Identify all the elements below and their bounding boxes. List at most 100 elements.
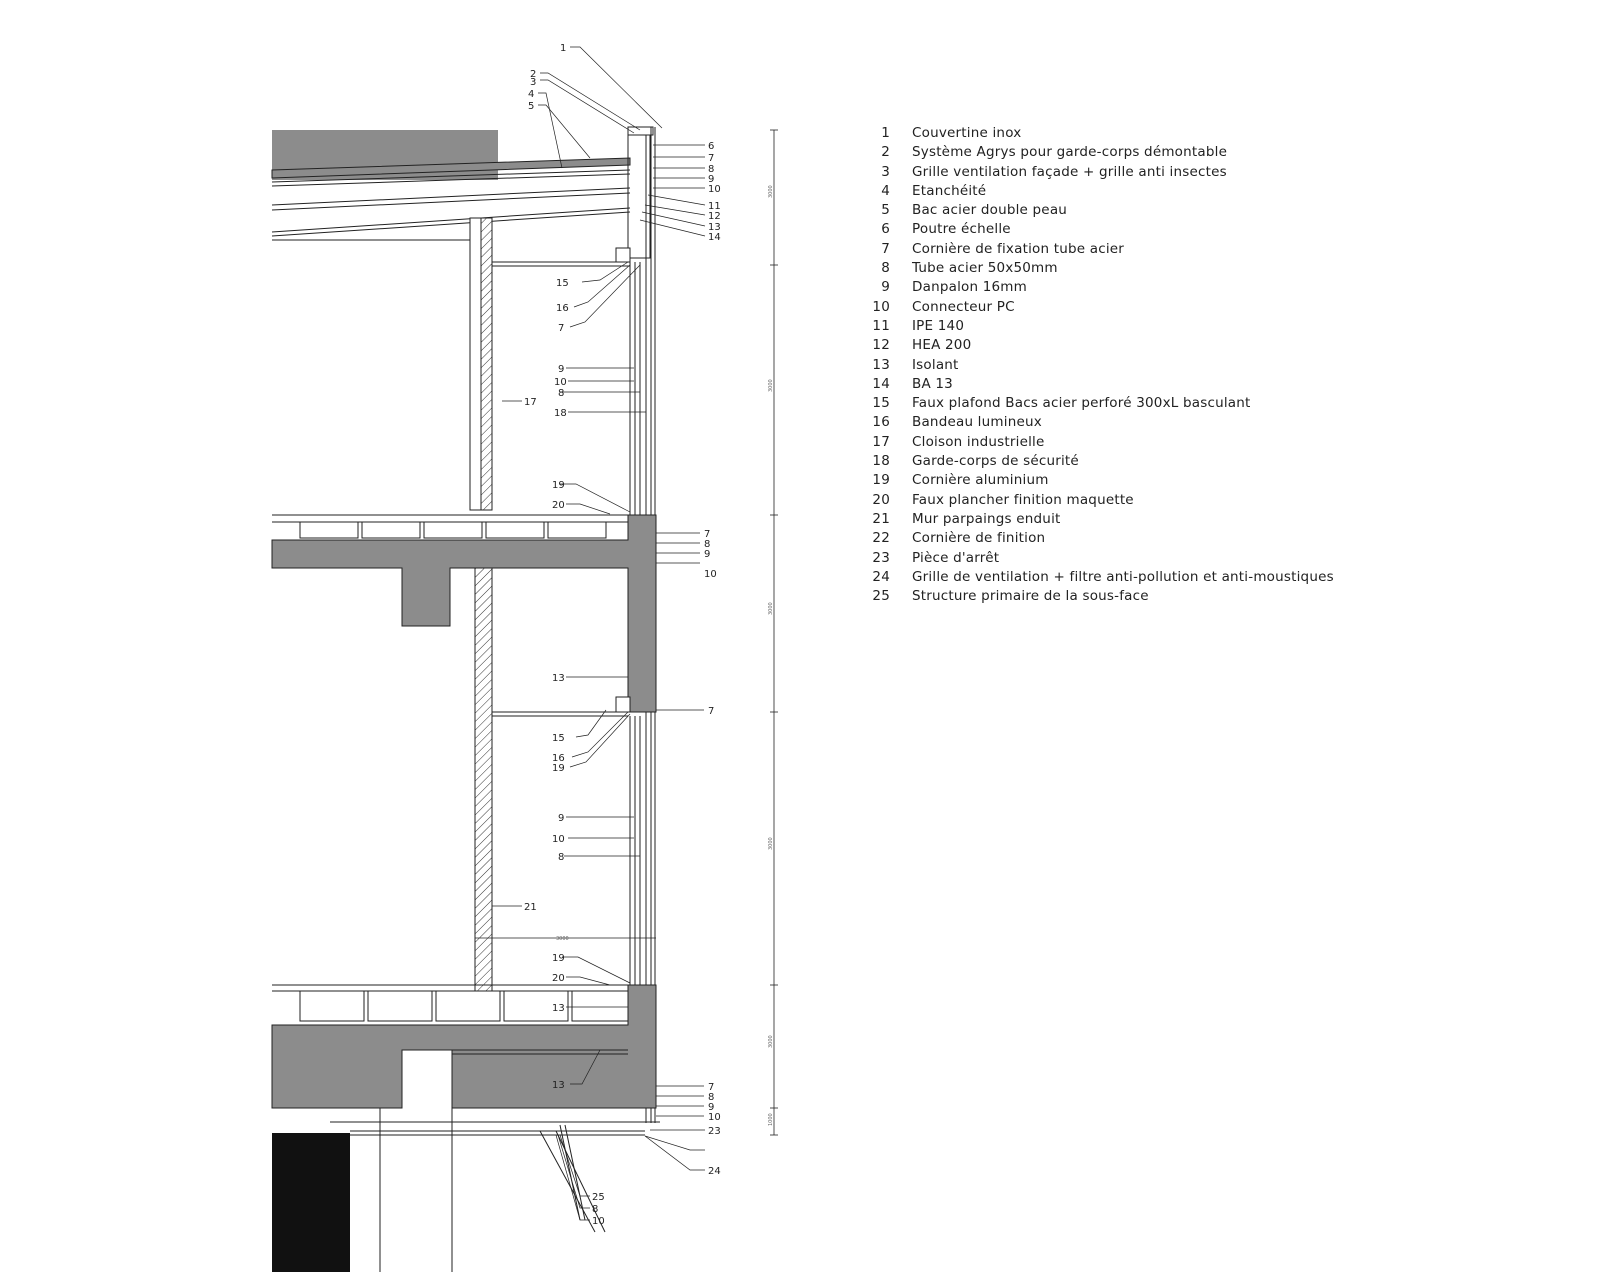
legend-text: Couvertine inox: [912, 125, 1022, 141]
callout-label: 9: [708, 1102, 714, 1113]
legend-number: 15: [872, 395, 890, 412]
legend-text: Poutre échelle: [912, 221, 1011, 238]
callout-label: 16: [552, 753, 565, 764]
legend-text: Grille ventilation façade + grille anti …: [912, 163, 1227, 180]
legend-number: 19: [872, 472, 890, 489]
callout-label: 2: [530, 69, 536, 80]
legend-item: 8 Tube acier 50x50mm: [860, 259, 1334, 278]
callout-label: 10: [552, 834, 565, 845]
callout-label: 17: [524, 397, 537, 408]
legend-item: 7 Cornière de fixation tube acier: [860, 240, 1334, 259]
dim-label: 3000: [768, 1035, 774, 1048]
legend-item: 22 Cornière de finition: [860, 529, 1334, 548]
callout-label: 13: [552, 673, 565, 684]
dimension-labels: 3000 3000 3000 3000 3000 1000 3000: [556, 185, 774, 1126]
dim-label: 3000: [768, 379, 774, 392]
legend-number: 7: [881, 240, 890, 257]
callout-label: 8: [708, 164, 714, 175]
legend-text: Structure primaire de la sous-face: [912, 588, 1149, 605]
callout-label: 10: [554, 377, 567, 388]
legend-text: Danpalon 16mm: [912, 279, 1028, 296]
legend-number: 22: [872, 530, 890, 547]
callout-label: 8: [558, 852, 564, 863]
light-strip-16: [615, 247, 631, 263]
callout-label: 8: [558, 388, 564, 399]
lower-slab: [271, 984, 657, 1109]
dim-label: 3000: [768, 837, 774, 850]
legend-text: Système Agrys pour garde-corps démontabl…: [912, 144, 1228, 161]
legend-text: HEA 200: [912, 337, 972, 354]
roof-assembly: [271, 126, 656, 1123]
legend-text: Connecteur PC: [912, 298, 1015, 315]
blockwall-21: [474, 567, 493, 1019]
legend-number: 20: [872, 491, 890, 508]
legend-text: Etanchéité: [912, 182, 987, 199]
legend-number: 9: [881, 279, 890, 296]
callout-label: 14: [708, 232, 721, 243]
legend-number: 6: [881, 221, 890, 238]
legend-number: 4: [881, 182, 890, 199]
callout-label: 9: [558, 813, 564, 824]
legend-text: Pièce d'arrêt: [912, 549, 1000, 566]
legend-text: BA 13: [912, 375, 953, 392]
callout-label: 7: [708, 1082, 714, 1093]
legend-text: Faux plancher finition maquette: [912, 491, 1134, 508]
legend-text: Grille de ventilation + filtre anti-poll…: [912, 568, 1334, 585]
legend-number: 23: [872, 549, 890, 566]
callout-label: 19: [552, 480, 565, 491]
callout-label: 13: [552, 1080, 565, 1091]
callout-label: 4: [528, 89, 534, 100]
callout-label: 5: [528, 101, 534, 112]
legend-number: 25: [872, 588, 890, 605]
callout-label: 15: [556, 278, 569, 289]
callout-label: 19: [552, 763, 565, 774]
soffit: [272, 1108, 660, 1272]
callout-label: 25: [592, 1192, 605, 1203]
callout-label: 13: [708, 222, 721, 233]
legend-number: 5: [881, 202, 890, 219]
legend-number: 8: [881, 260, 890, 277]
callout-label: 7: [708, 706, 714, 717]
callout-label: 15: [552, 733, 565, 744]
legend-text: Mur parpaings enduit: [912, 510, 1061, 527]
callout-label: 12: [708, 211, 721, 222]
callout-numbers: 1 2 3 4 5 6 7 8 9 10 11 12 13 14 15 16 7…: [524, 43, 721, 1227]
legend-text: Cornière de fixation tube acier: [912, 240, 1125, 257]
legend-item: 24 Grille de ventilation + filtre anti-po…: [860, 568, 1334, 587]
legend-number: 12: [872, 337, 890, 354]
legend-number: 24: [872, 568, 890, 585]
legend-text: Tube acier 50x50mm: [912, 260, 1058, 277]
callout-label: 20: [552, 973, 565, 984]
black-block: [272, 1133, 350, 1272]
upper-level: [272, 217, 641, 515]
roof-slab: [271, 157, 631, 179]
legend-text: Cornière de finition: [912, 530, 1046, 547]
callout-label: 10: [704, 569, 717, 580]
legend-text: Isolant: [912, 356, 959, 373]
callout-label: 7: [558, 323, 564, 334]
callout-label: 3: [530, 77, 536, 88]
legend-number: 18: [872, 453, 890, 470]
callout-label: 8: [704, 539, 710, 550]
legend-number: 1: [881, 125, 890, 141]
legend-number: 10: [872, 298, 890, 315]
callout-label: 10: [708, 1112, 721, 1123]
callout-leaders: [492, 46, 706, 1221]
legend-item: 4 Etanchéité: [860, 182, 1334, 201]
callout-label: 21: [524, 902, 537, 913]
legend-item: 25 Structure primaire de la sous-face: [860, 587, 1334, 606]
callout-label: 9: [558, 364, 564, 375]
callout-label: 24: [708, 1166, 721, 1177]
raised-floor-pads: [299, 521, 607, 539]
legend-number: 11: [872, 317, 890, 334]
couvertine: [627, 126, 654, 136]
legend-item: 1 Couvertine inox: [860, 124, 1334, 143]
legend-number: 16: [872, 414, 890, 431]
